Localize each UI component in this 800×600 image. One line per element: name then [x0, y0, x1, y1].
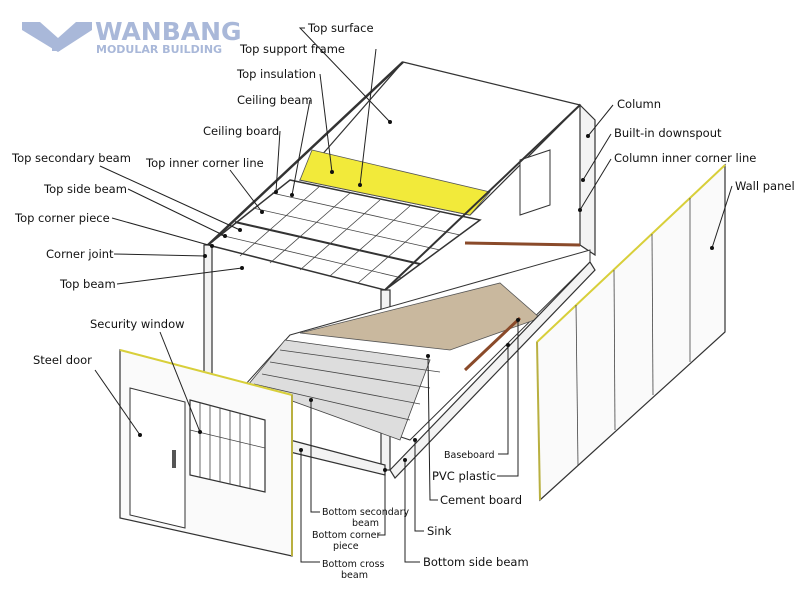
door-window-panel — [119, 349, 293, 557]
label-top-support-frame: Top support frame — [239, 42, 345, 56]
label-top-surface: Top surface — [307, 21, 374, 35]
label-bottom-cross-beam: Bottom cross — [322, 559, 385, 570]
label-pvc-plastic: PVC plastic — [432, 469, 496, 483]
top-insulation — [299, 149, 491, 216]
label-ceiling-beam: Ceiling beam — [237, 93, 313, 107]
label-top-corner-piece: Top corner piece — [14, 211, 110, 225]
label-top-beam: Top beam — [59, 277, 116, 291]
label-top-insulation: Top insulation — [236, 67, 316, 81]
column-back-right — [579, 103, 596, 257]
wall-panels — [536, 163, 726, 502]
leader-lines — [94, 27, 733, 563]
label-cement-board: Cement board — [440, 493, 522, 507]
label-column: Column — [617, 97, 661, 111]
label-top-secondary-beam: Top secondary beam — [11, 151, 131, 165]
logo-name: WANBANG — [95, 17, 242, 46]
label-bottom-cross-beam-2: beam — [341, 570, 368, 581]
door-handle-icon — [172, 450, 176, 468]
bottom-side-beam — [289, 439, 386, 476]
label-wall-panel: Wall panel — [735, 179, 795, 193]
label-column-inner-corner-line: Column inner corner line — [614, 151, 756, 165]
label-ceiling-board: Ceiling board — [203, 124, 279, 138]
label-built-in-downspout: Built-in downspout — [614, 126, 722, 140]
security-window — [189, 399, 266, 493]
label-corner-joint: Corner joint — [46, 247, 114, 261]
label-top-side-beam: Top side beam — [43, 182, 127, 196]
label-bottom-secondary-beam: Bottom secondary — [322, 507, 409, 518]
label-bottom-corner-piece: Bottom corner — [312, 530, 381, 541]
floor — [244, 249, 596, 479]
label-top-inner-corner-line: Top inner corner line — [145, 156, 264, 170]
label-steel-door: Steel door — [33, 353, 92, 367]
column-front-left — [203, 244, 213, 386]
label-bottom-side-beam: Bottom side beam — [423, 555, 529, 569]
label-baseboard: Baseboard — [444, 450, 495, 461]
labels: Top surface Top support frame Top insula… — [11, 21, 795, 581]
label-sink: Sink — [427, 524, 452, 538]
label-bottom-corner-piece-2: piece — [333, 541, 359, 552]
steel-door — [129, 387, 186, 529]
logo-mark-icon — [22, 22, 92, 52]
wanbang-logo: WANBANG MODULAR BUILDING — [22, 17, 242, 56]
label-security-window: Security window — [90, 317, 185, 331]
logo-tagline: MODULAR BUILDING — [96, 43, 222, 56]
label-bottom-secondary-beam-2: beam — [352, 518, 379, 529]
